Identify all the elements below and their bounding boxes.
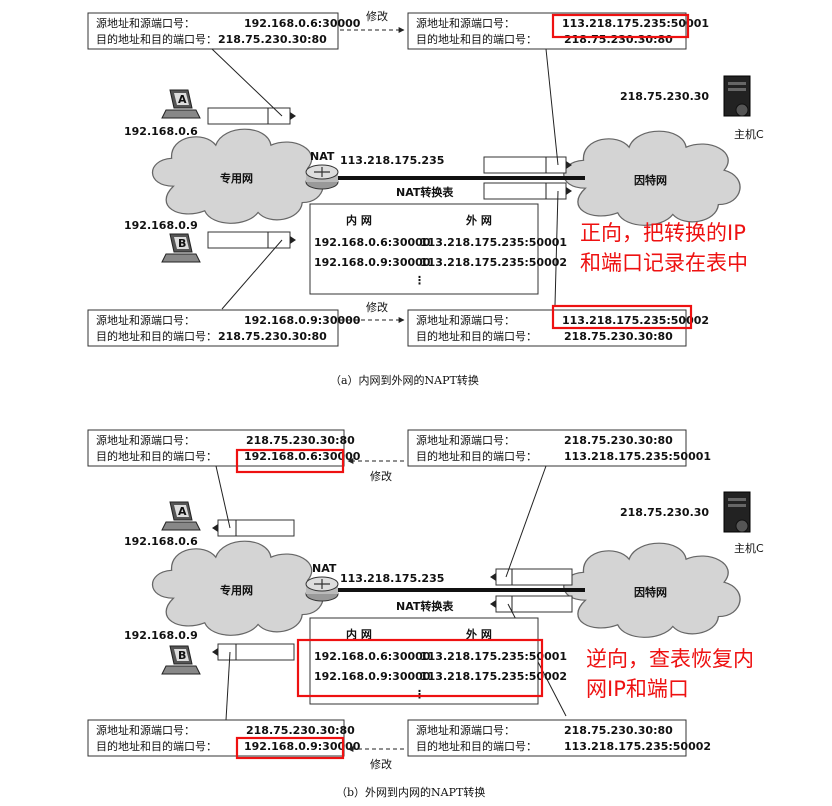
svg-text:192.168.0.6: 192.168.0.6 — [124, 125, 198, 138]
highlight-a-outer-1 — [551, 13, 690, 39]
router-icon — [305, 164, 339, 190]
svg-text:修改: 修改 — [370, 469, 392, 483]
svg-text:目的地址和目的端口号：: 目的地址和目的端口号： — [96, 739, 217, 753]
svg-text:218.75.230.30:80: 218.75.230.30:80 — [564, 434, 673, 447]
svg-text:源地址和源端口号：: 源地址和源端口号： — [416, 433, 515, 447]
svg-text:218.75.230.30:80: 218.75.230.30:80 — [218, 330, 327, 343]
svg-text:218.75.230.30: 218.75.230.30 — [620, 506, 709, 519]
dst-label: 目的地址和目的端口号： — [96, 32, 217, 46]
svg-text:目的地址和目的端口号：: 目的地址和目的端口号： — [416, 449, 537, 463]
server-icon — [723, 75, 751, 117]
svg-text:192.168.0.6: 192.168.0.6 — [124, 535, 198, 548]
note-a-line2: 和端口记录在表中 — [580, 251, 748, 275]
laptop-icon: B — [161, 645, 201, 675]
highlight-a-inner — [235, 448, 345, 474]
highlight-b-inner — [235, 736, 345, 760]
svg-text:192.168.0.9: 192.168.0.9 — [124, 629, 198, 642]
note-a-line1: 正向，把转换的IP — [580, 221, 746, 245]
svg-text:192.168.0.9:30000: 192.168.0.9:30000 — [314, 670, 431, 683]
svg-text:113.218.175.235:50002: 113.218.175.235:50002 — [420, 670, 567, 683]
svg-text:B: B — [178, 649, 186, 662]
svg-text:113.218.175.235:50001: 113.218.175.235:50001 — [564, 450, 711, 463]
svg-text:NAT转换表: NAT转换表 — [396, 185, 454, 199]
svg-text:因特网: 因特网 — [634, 585, 667, 599]
laptop-icon: A — [161, 501, 201, 531]
svg-text:目的地址和目的端口号：: 目的地址和目的端口号： — [416, 32, 537, 46]
svg-text:218.75.230.30: 218.75.230.30 — [620, 90, 709, 103]
part-b: 源地址和源端口号： 目的地址和目的端口号： 218.75.230.30:80 1… — [87, 429, 764, 799]
svg-text:218.75.230.30:80: 218.75.230.30:80 — [564, 33, 673, 46]
svg-text:113.218.175.235:50001: 113.218.175.235:50001 — [420, 650, 567, 663]
svg-text:主机C: 主机C — [734, 541, 764, 555]
svg-text:192.168.0.6:30000: 192.168.0.6:30000 — [314, 236, 431, 249]
svg-text:源地址和源端口号：: 源地址和源端口号： — [96, 723, 195, 737]
svg-text:113.218.175.235: 113.218.175.235 — [340, 154, 444, 167]
laptop-icon: B — [161, 233, 201, 263]
svg-text:NAT转换表: NAT转换表 — [396, 599, 454, 613]
svg-text:修改: 修改 — [366, 300, 388, 314]
svg-text:NAT: NAT — [312, 562, 337, 575]
svg-text:专用网: 专用网 — [220, 171, 253, 185]
svg-text:专用网: 专用网 — [220, 583, 253, 597]
svg-text:内 网: 内 网 — [346, 213, 372, 227]
svg-text:113.218.175.235: 113.218.175.235 — [340, 572, 444, 585]
svg-text:源地址和源端口号：: 源地址和源端口号： — [416, 723, 515, 737]
laptop-icon: A — [161, 89, 201, 119]
svg-text:目的地址和目的端口号：: 目的地址和目的端口号： — [416, 739, 537, 753]
svg-text:修改: 修改 — [370, 757, 392, 771]
caption-a: （a）内网到外网的NAPT转换 — [330, 373, 479, 387]
svg-text:218.75.230.30:80: 218.75.230.30:80 — [564, 724, 673, 737]
note-b-line2: 网IP和端口 — [586, 677, 689, 701]
svg-text:218.75.230.30:80: 218.75.230.30:80 — [246, 724, 355, 737]
svg-text:目的地址和目的端口号：: 目的地址和目的端口号： — [416, 329, 537, 343]
svg-text:192.168.0.6:30000: 192.168.0.6:30000 — [244, 450, 361, 463]
svg-text:113.218.175.235:50002: 113.218.175.235:50002 — [420, 256, 567, 269]
svg-text:修改: 修改 — [366, 9, 388, 23]
server-icon — [723, 491, 751, 533]
svg-text:A: A — [178, 93, 187, 106]
svg-text:⋮: ⋮ — [414, 274, 425, 287]
svg-text:192.168.0.6:30000: 192.168.0.6:30000 — [314, 650, 431, 663]
svg-text:主机C: 主机C — [734, 127, 764, 141]
svg-text:192.168.0.9:30000: 192.168.0.9:30000 — [314, 256, 431, 269]
svg-text:218.75.230.30:80: 218.75.230.30:80 — [246, 434, 355, 447]
svg-text:113.218.175.235:50001: 113.218.175.235:50001 — [420, 236, 567, 249]
highlight-b-outer-1 — [551, 304, 693, 330]
highlight-nat-table — [296, 638, 544, 698]
svg-text:源地址和源端口号：: 源地址和源端口号： — [416, 16, 515, 30]
svg-text:B: B — [178, 237, 186, 250]
caption-b: （b）外网到内网的NAPT转换 — [336, 785, 485, 799]
svg-text:外 网: 外 网 — [465, 627, 492, 641]
svg-text:192.168.0.9: 192.168.0.9 — [124, 219, 198, 232]
svg-text:A: A — [178, 505, 187, 518]
router-icon — [305, 576, 339, 602]
svg-text:源地址和源端口号：: 源地址和源端口号： — [416, 313, 515, 327]
svg-text:192.168.0.9:30000: 192.168.0.9:30000 — [244, 314, 361, 327]
svg-text:113.218.175.235:50002: 113.218.175.235:50002 — [564, 740, 711, 753]
svg-text:因特网: 因特网 — [634, 173, 667, 187]
svg-text:192.168.0.6:30000: 192.168.0.6:30000 — [244, 17, 361, 30]
src-label: 源地址和源端口号： — [96, 16, 195, 30]
svg-text:218.75.230.30:80: 218.75.230.30:80 — [218, 33, 327, 46]
svg-text:⋮: ⋮ — [414, 688, 425, 701]
svg-text:目的地址和目的端口号：: 目的地址和目的端口号： — [96, 329, 217, 343]
svg-text:192.168.0.9:30000: 192.168.0.9:30000 — [244, 740, 361, 753]
svg-text:218.75.230.30:80: 218.75.230.30:80 — [564, 330, 673, 343]
svg-text:目的地址和目的端口号：: 目的地址和目的端口号： — [96, 449, 217, 463]
svg-text:113.218.175.235:50002: 113.218.175.235:50002 — [562, 314, 709, 327]
note-b-line1: 逆向，查表恢复内 — [586, 647, 754, 671]
svg-text:NAT: NAT — [310, 150, 335, 163]
part-a: 源地址和源端口号： 目的地址和目的端口号： 192.168.0.6:30000 … — [87, 9, 764, 387]
svg-text:外 网: 外 网 — [465, 213, 492, 227]
svg-text:113.218.175.235:50001: 113.218.175.235:50001 — [562, 17, 709, 30]
svg-text:内 网: 内 网 — [346, 627, 372, 641]
svg-text:源地址和源端口号：: 源地址和源端口号： — [96, 313, 195, 327]
svg-text:源地址和源端口号：: 源地址和源端口号： — [96, 433, 195, 447]
